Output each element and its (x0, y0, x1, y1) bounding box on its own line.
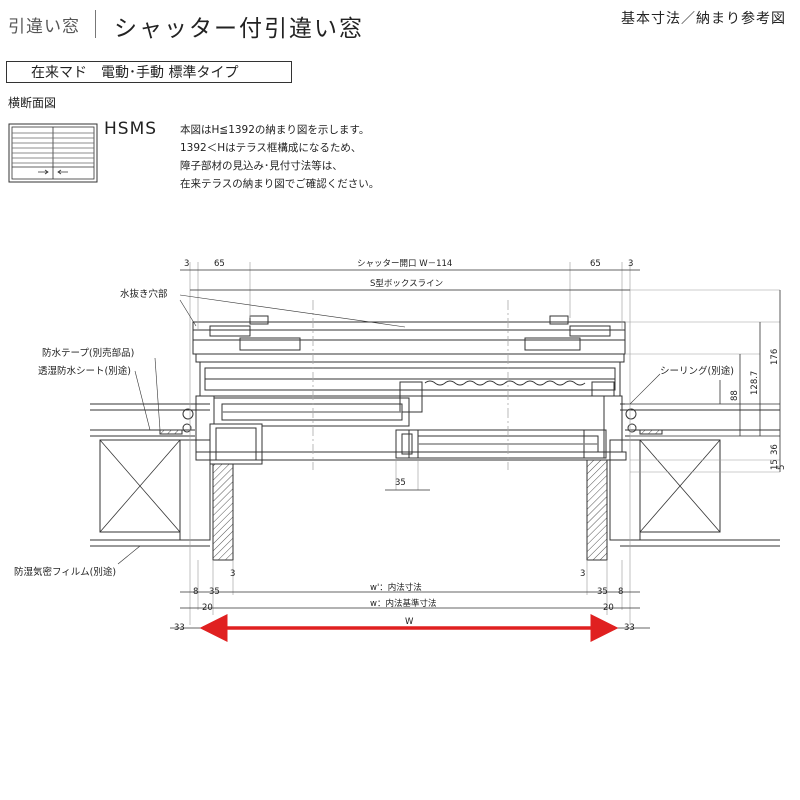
dim-label: 3 (628, 259, 633, 269)
center-lines (312, 300, 509, 470)
description-line: 在来テラスの納まり図でご確認ください。 (180, 178, 380, 190)
dim-label: 35 (597, 587, 608, 597)
dim-label: 15 (770, 459, 780, 470)
dim-label: 8 (618, 587, 623, 597)
dim-label: 35 (209, 587, 220, 597)
dim-label: 88 (730, 390, 740, 401)
model-name: HSMS (104, 119, 158, 139)
sealant-joints (159, 408, 663, 435)
description-line: 本図はH≦1392の納まり図を示します。 (180, 124, 370, 136)
dim-label: W (405, 617, 414, 627)
left-trim (212, 459, 234, 561)
window-frame (195, 353, 627, 465)
leader-lines (117, 294, 661, 565)
dim-label: 3 (230, 569, 235, 579)
dim-label: 35 (395, 478, 406, 488)
description-line: 1392＜Hはテラス框構成になるため、 (180, 142, 362, 154)
description: 本図はH≦1392の納まり図を示します。 1392＜Hはテラス框構成になるため、… (180, 121, 379, 193)
dim-label: 128.7 (750, 371, 760, 395)
title-divider (95, 10, 96, 38)
dim-label: 65 (590, 259, 601, 269)
description-line: 障子部材の見込み･見付寸法等は、 (180, 160, 343, 172)
title-category: 引違い窓 (8, 17, 80, 37)
dim-label: 33 (174, 623, 185, 633)
dim-label: S型ボックスライン (370, 279, 443, 289)
dim-label: w'：内法寸法 (370, 582, 422, 593)
shutter-box (192, 315, 626, 355)
dim-label: 36 (770, 444, 780, 455)
dimension-texts: 3 65 シャッター開口 W－114 65 3 S型ボックスライン 35 3 3… (174, 259, 635, 633)
wall-lines (90, 403, 780, 547)
dim-label: 20 (603, 603, 614, 613)
callout-waterproof-tape: 防水テープ(別売部品) (42, 347, 134, 359)
reference-label: 基本寸法／納まり参考図 (621, 11, 786, 27)
callout-moisture-sheet: 透湿防水シート(別途) (38, 365, 131, 377)
right-trim (586, 459, 608, 561)
dim-label: 33 (624, 623, 635, 633)
shutter-slats (424, 380, 586, 386)
dim-label: 20 (202, 603, 213, 613)
section-label: 横断面図 (8, 96, 57, 110)
type-label: 在来マド 電動･手動 標準タイプ (6, 61, 292, 83)
callout-sealing: シーリング(別途) (660, 365, 734, 377)
callout-texts: 水抜き穴部 防水テープ(別売部品) 透湿防水シート(別途) 防湿気密フィルム(別… (14, 288, 734, 578)
window-thumbnail-icon (8, 123, 98, 183)
callout-weep-hole: 水抜き穴部 (120, 288, 168, 300)
left-stud (99, 439, 211, 541)
dim-label: w：内法基準寸法 (370, 598, 436, 609)
right-stud (609, 439, 721, 541)
dim-label: 65 (214, 259, 225, 269)
callout-vapor-film: 防湿気密フィルム(別途) (14, 566, 116, 578)
glass-panes (222, 411, 598, 445)
dim-label: 5 (777, 465, 787, 470)
dim-label: 3 (580, 569, 585, 579)
vertical-dimension-texts: 176 128.7 88 36 15 5 (730, 349, 787, 470)
dim-label: シャッター開口 W－114 (357, 259, 452, 269)
page-title: シャッター付引違い窓 (114, 16, 364, 42)
dim-label: 176 (770, 349, 780, 365)
dim-label: 3 (184, 259, 189, 269)
dim-label: 8 (193, 587, 198, 597)
